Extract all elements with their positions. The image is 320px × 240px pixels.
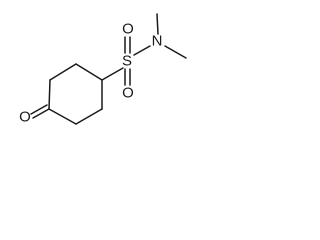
n-methyl-up-bond — [156, 13, 159, 35]
nitrogen-label: N — [152, 33, 163, 50]
ketone-double-bond-b — [30, 104, 48, 115]
sulfonyl-oxygen-bottom-label: O — [122, 85, 134, 102]
ketone-oxygen-label: O — [19, 109, 31, 126]
ring-bond-c2a-c1 — [75, 63, 103, 81]
s-n-bond — [133, 45, 151, 56]
molecule-diagram: O S O O N — [19, 13, 187, 126]
ring-bond-c2b-c3b — [75, 108, 103, 125]
n-methyl-right-bond — [164, 45, 187, 59]
sulfur-label: S — [122, 53, 132, 70]
ketone-double-bond-a — [32, 108, 50, 119]
ring-bond-c3b-c4 — [48, 108, 77, 125]
sulfonyl-oxygen-top-label: O — [122, 21, 134, 38]
ring-bond-c3a-c2a — [49, 63, 77, 81]
ring-bond-c4-c3a — [48, 79, 51, 110]
structure-canvas: O S O O N — [0, 0, 220, 152]
c1-s-bond — [101, 67, 124, 81]
